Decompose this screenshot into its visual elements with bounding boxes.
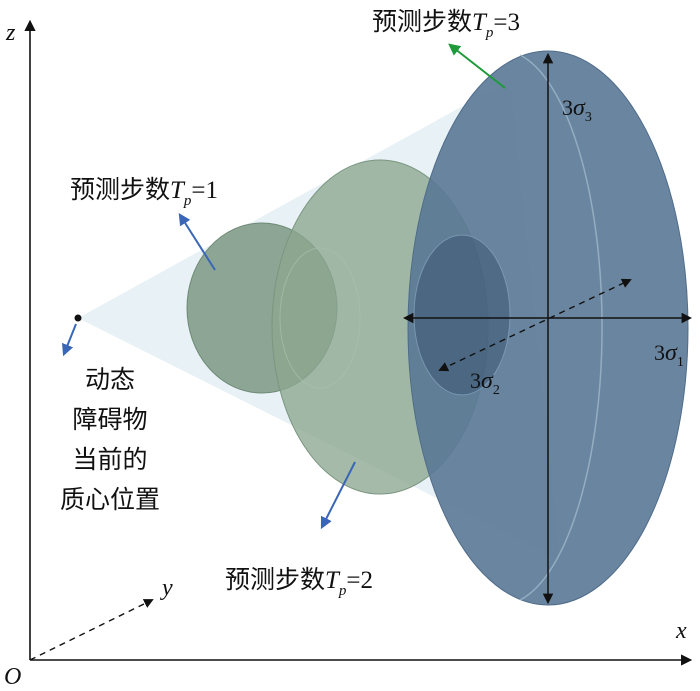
centroid-arrow <box>61 323 77 357</box>
centroid-description: 动态 障碍物 当前的 质心位置 <box>60 365 160 514</box>
centroid-description-line: 质心位置 <box>60 485 160 514</box>
step-label-tp2: 预测步数Tp=2 <box>225 565 373 599</box>
centroid-description-line: 当前的 <box>72 445 147 474</box>
sigma2-axis-arrow <box>438 278 632 372</box>
x-axis-label: x <box>675 618 687 644</box>
y-axis <box>29 599 154 661</box>
sigma2-label: 3σ2 <box>470 368 500 398</box>
sigma1-label: 3σ1 <box>654 340 684 370</box>
tp2-arrow <box>320 461 356 530</box>
step-label-tp1: 预测步数Tp=1 <box>70 175 218 209</box>
z-axis-label: z <box>5 20 16 46</box>
tp1-arrow <box>178 212 216 271</box>
centroid-description-line: 障碍物 <box>72 405 147 434</box>
centroid-point <box>74 314 82 322</box>
sigma3-label: 3σ3 <box>562 95 592 125</box>
origin-label: O <box>4 664 21 690</box>
centroid-description-line: 动态 <box>85 365 135 394</box>
tp3-arrow <box>448 43 506 89</box>
step-label-tp3: 预测步数Tp=3 <box>372 7 520 41</box>
y-axis-label: y <box>160 575 173 601</box>
